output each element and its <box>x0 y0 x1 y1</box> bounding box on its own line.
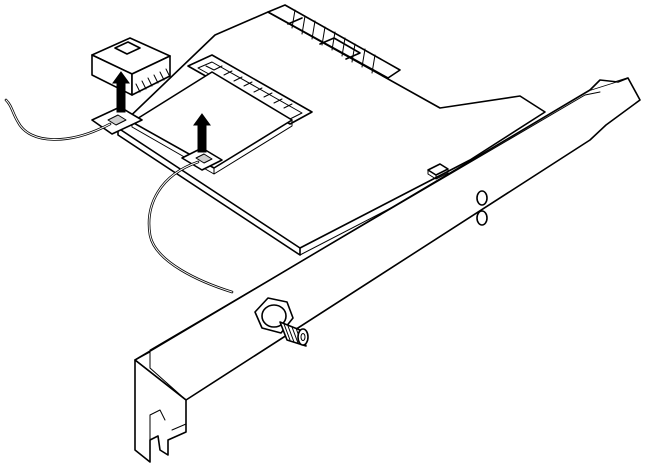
antenna-cable-1 <box>4 98 112 141</box>
wireless-module <box>131 71 293 175</box>
pcie-edge-connector <box>267 4 401 79</box>
sma-antenna-jack <box>254 297 309 347</box>
antenna-cable-2 <box>147 160 234 294</box>
antenna-connector-2 <box>181 147 223 171</box>
attach-arrow-1 <box>112 71 130 113</box>
header-connector <box>91 37 171 96</box>
attach-arrow-2 <box>193 113 211 153</box>
